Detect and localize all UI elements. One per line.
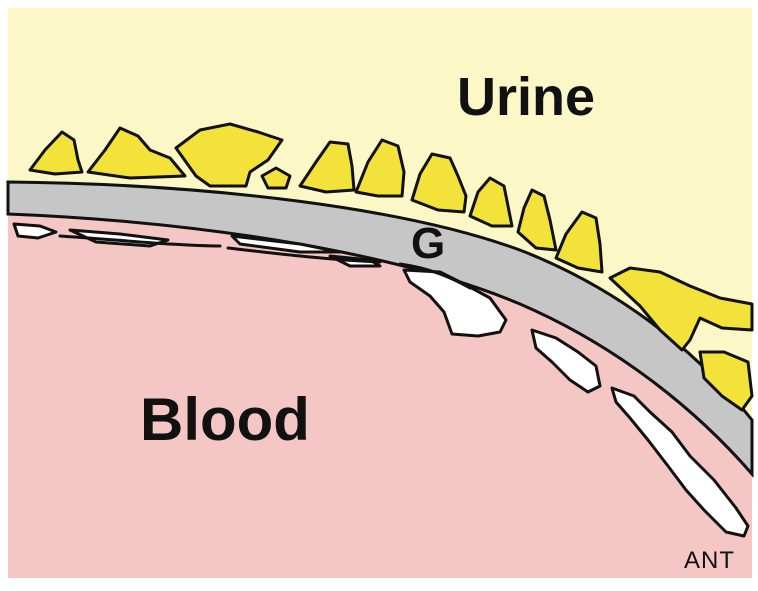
- ant-label: ANT: [684, 549, 735, 573]
- membrane-g-label: G: [411, 222, 445, 266]
- urine-label: Urine: [457, 70, 595, 124]
- blood-label: Blood: [140, 390, 310, 450]
